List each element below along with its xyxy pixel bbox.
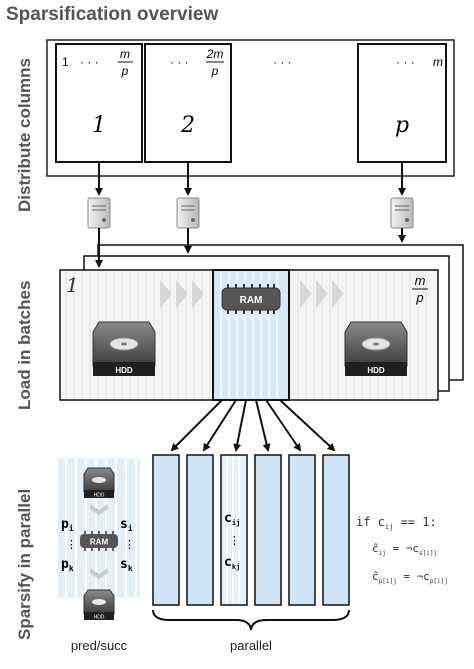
block-1-range-end-den: p: [121, 64, 129, 78]
fanout-arrow: [170, 399, 223, 452]
hdd-icon: HDD: [83, 589, 115, 621]
chevron-right-icon: [332, 280, 344, 308]
fanout-arrows: [170, 399, 336, 452]
sparsify-section: HDD RAM HDD pi ⋮ pk si: [58, 454, 448, 653]
code-line-2: ĉij = ¬cs[i]j: [372, 542, 437, 557]
fanout-arrow: [279, 399, 336, 452]
block-1-index: 1: [92, 113, 106, 138]
ram-chip-icon: RAM: [80, 531, 118, 551]
section-label-distribute: Distribute columns: [15, 58, 34, 212]
chevron-right-icon: [316, 280, 328, 308]
fanout-arrow: [202, 399, 237, 452]
block-2-index: 2: [180, 113, 195, 138]
fanout-arrow: [233, 399, 247, 452]
fanout-arrow: [265, 399, 302, 452]
highlighted-column-stripes: [226, 457, 240, 603]
code-line-3: ĉp[i]j = ¬cp[i]j: [372, 570, 448, 585]
server-icon: [176, 197, 200, 229]
block-p-range-end: m: [433, 55, 443, 69]
server-icon: [390, 197, 414, 229]
column-vdots: ⋮: [229, 534, 240, 547]
succ-vdots: ⋮: [124, 538, 135, 551]
succ-s-k: sk: [120, 557, 133, 573]
parallel-brace: [152, 609, 350, 631]
mini-hdd-top-label: HDD: [94, 493, 105, 499]
chevron-arrows-left: [160, 280, 204, 308]
chevron-right-icon: [160, 280, 172, 308]
pred-succ-label: pred/succ: [71, 638, 128, 653]
parallel-column: [186, 454, 214, 606]
chevron-right-icon: [176, 280, 188, 308]
chevron-right-icon: [192, 280, 204, 308]
parallel-column: [288, 454, 316, 606]
mini-hdd-bottom-label: HDD: [94, 615, 105, 621]
parallel-columns: [152, 454, 350, 606]
block-3-range-dots: · · ·: [273, 55, 292, 69]
pred-p-k: pk: [61, 557, 74, 573]
distribute-section: 1 · · · m p 1 · · · 2m p 2 · · · · · · m…: [46, 39, 455, 229]
block-2-range-end-den: p: [211, 64, 219, 78]
matrix-outline: [46, 39, 455, 177]
hdd-icon: HDD: [344, 321, 408, 376]
hdd-label-right: HDD: [367, 366, 385, 375]
parallel-column: [254, 454, 282, 606]
block-p-range-dots: · · ·: [396, 55, 415, 69]
pred-p-i: pi: [61, 517, 74, 533]
ram-chip-icon: RAM: [221, 284, 281, 314]
section-label-load: Load in batches: [15, 281, 34, 410]
block-2-range-dots: · · ·: [170, 55, 189, 69]
pred-vdots: ⋮: [66, 538, 77, 551]
code-line-1: if cij == 1:: [356, 515, 437, 531]
batch-last-num: m: [415, 273, 426, 288]
server-icon: [87, 197, 111, 229]
column-block-p: [357, 43, 447, 163]
column-c-kj: ckj: [224, 555, 240, 571]
hdd-icon: HDD: [92, 321, 156, 376]
ram-label: RAM: [240, 295, 263, 306]
batch-first-label: 1: [66, 273, 79, 297]
column-block-2: [144, 43, 232, 163]
load-section: 1 m p RAM HDD: [59, 228, 464, 452]
mini-ram-label: RAM: [90, 538, 109, 547]
block-1-range-start: 1: [62, 55, 69, 69]
hdd-icon: HDD: [83, 467, 115, 499]
parallel-column: [322, 454, 350, 606]
chevron-arrows-right: [300, 280, 344, 308]
parallel-label: parallel: [230, 638, 272, 653]
block-1-range-end-num: m: [120, 47, 130, 61]
diagram-title: Sparsification overview: [6, 4, 218, 25]
pred-succ-stripes: [65, 458, 137, 598]
block-p-index: p: [395, 113, 409, 138]
fanout-arrow: [255, 399, 271, 452]
parallel-column: [152, 454, 180, 606]
hdd-label-left: HDD: [115, 366, 133, 375]
block-2-range-end-num: 2m: [206, 47, 224, 61]
chevron-down-icon: [90, 504, 108, 515]
code-snippet: if cij == 1: ĉij = ¬cs[i]j ĉp[i]j = ¬cp[…: [356, 515, 448, 585]
chevron-down-icon: [90, 568, 108, 579]
section-label-sparsify: Sparsify in parallel: [15, 489, 34, 640]
block-1-range-dots: · · ·: [80, 55, 99, 69]
batch-last-den: p: [415, 290, 423, 305]
chevron-right-icon: [300, 280, 312, 308]
succ-s-i: si: [120, 517, 133, 533]
column-c-ij: cij: [224, 511, 240, 527]
